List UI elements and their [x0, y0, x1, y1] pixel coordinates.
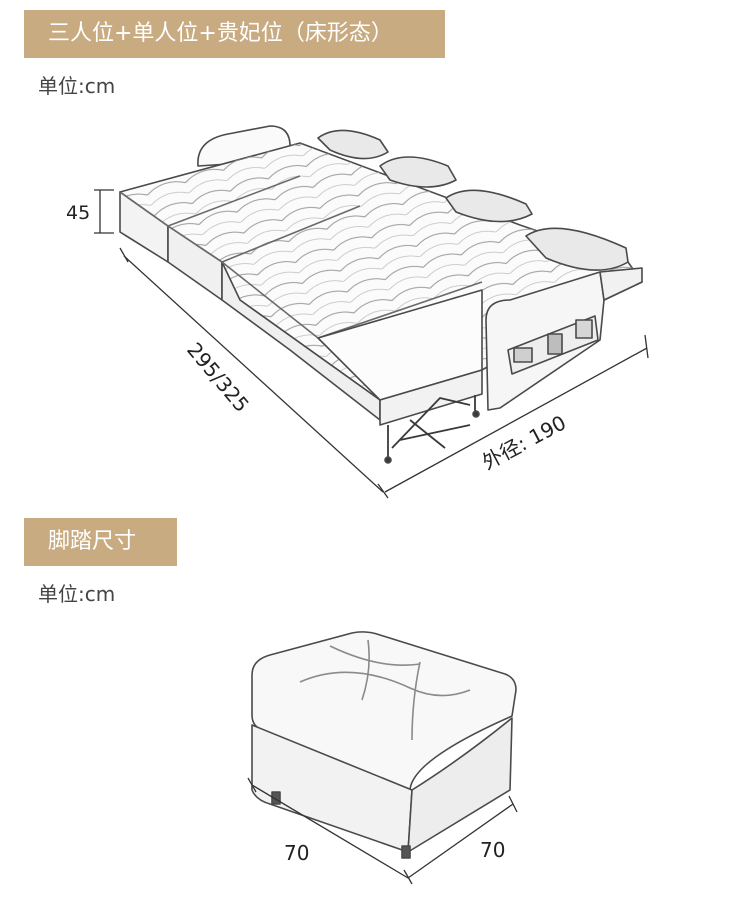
dimension-height: 45 — [66, 202, 90, 224]
ottoman-dimension-right: 70 — [480, 838, 505, 862]
ottoman-dimension-left: 70 — [284, 841, 309, 865]
unit-label-sofa-bed: 单位:cm — [38, 74, 116, 98]
dimension-length: 295/325 — [182, 338, 254, 417]
section-title-sofa-bed: 三人位+单人位+贵妃位（床形态） — [24, 10, 445, 58]
sofa-bed-illustration — [119, 125, 643, 464]
dimension-depth: 外径: 190 — [478, 410, 570, 474]
section-title-ottoman: 脚踏尺寸 — [24, 518, 177, 566]
unit-label-ottoman: 单位:cm — [38, 582, 116, 606]
ottoman-dimension-lines — [247, 777, 518, 885]
ottoman-illustration — [251, 631, 517, 859]
sofa-dimension-lines — [94, 189, 649, 499]
